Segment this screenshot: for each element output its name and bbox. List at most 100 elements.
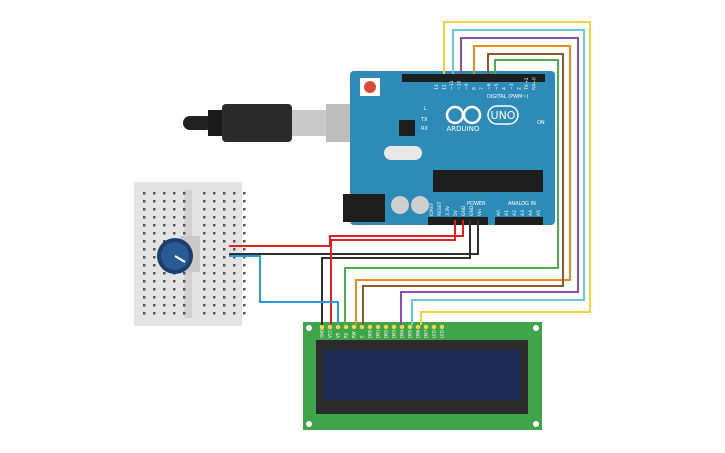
breadboard-hole[interactable]	[243, 248, 246, 251]
lcd-pin[interactable]	[391, 324, 397, 330]
breadboard-hole[interactable]	[223, 312, 226, 315]
lcd-pin[interactable]	[335, 324, 341, 330]
breadboard-hole[interactable]	[233, 216, 236, 219]
breadboard-hole[interactable]	[203, 248, 206, 251]
breadboard-hole[interactable]	[213, 216, 216, 219]
breadboard-hole[interactable]	[153, 280, 156, 283]
breadboard-hole[interactable]	[213, 256, 216, 259]
breadboard-hole[interactable]	[183, 232, 186, 235]
breadboard-hole[interactable]	[173, 312, 176, 315]
breadboard-hole[interactable]	[143, 248, 146, 251]
breadboard-hole[interactable]	[183, 288, 186, 291]
breadboard-hole[interactable]	[243, 312, 246, 315]
breadboard-hole[interactable]	[243, 232, 246, 235]
breadboard-hole[interactable]	[213, 288, 216, 291]
lcd-pin[interactable]	[351, 324, 357, 330]
breadboard-hole[interactable]	[203, 240, 206, 243]
breadboard-hole[interactable]	[163, 216, 166, 219]
breadboard-hole[interactable]	[173, 216, 176, 219]
breadboard-hole[interactable]	[203, 224, 206, 227]
breadboard-hole[interactable]	[203, 192, 206, 195]
breadboard-hole[interactable]	[243, 256, 246, 259]
potentiometer-icon[interactable]	[157, 236, 200, 274]
breadboard-hole[interactable]	[173, 192, 176, 195]
breadboard-hole[interactable]	[243, 304, 246, 307]
breadboard-hole[interactable]	[223, 280, 226, 283]
breadboard-hole[interactable]	[223, 232, 226, 235]
breadboard-hole[interactable]	[153, 256, 156, 259]
breadboard-hole[interactable]	[223, 256, 226, 259]
breadboard-hole[interactable]	[233, 240, 236, 243]
breadboard-hole[interactable]	[143, 200, 146, 203]
breadboard-hole[interactable]	[163, 280, 166, 283]
breadboard-hole[interactable]	[213, 312, 216, 315]
breadboard-hole[interactable]	[163, 208, 166, 211]
breadboard-hole[interactable]	[153, 240, 156, 243]
breadboard-hole[interactable]	[233, 256, 236, 259]
lcd-pin[interactable]	[359, 324, 365, 330]
breadboard-hole[interactable]	[203, 216, 206, 219]
breadboard-hole[interactable]	[203, 272, 206, 275]
breadboard-hole[interactable]	[153, 208, 156, 211]
breadboard-hole[interactable]	[243, 224, 246, 227]
breadboard-hole[interactable]	[153, 296, 156, 299]
breadboard-hole[interactable]	[203, 264, 206, 267]
lcd-pin[interactable]	[423, 324, 429, 330]
breadboard-hole[interactable]	[233, 280, 236, 283]
breadboard-hole[interactable]	[153, 216, 156, 219]
breadboard-hole[interactable]	[243, 272, 246, 275]
breadboard-hole[interactable]	[213, 192, 216, 195]
breadboard-hole[interactable]	[183, 312, 186, 315]
breadboard-hole[interactable]	[203, 280, 206, 283]
breadboard-hole[interactable]	[163, 304, 166, 307]
breadboard-hole[interactable]	[163, 240, 166, 243]
breadboard-hole[interactable]	[213, 296, 216, 299]
breadboard-hole[interactable]	[213, 208, 216, 211]
breadboard-hole[interactable]	[223, 240, 226, 243]
breadboard-hole[interactable]	[213, 240, 216, 243]
breadboard-hole[interactable]	[153, 200, 156, 203]
breadboard-hole[interactable]	[203, 208, 206, 211]
breadboard-hole[interactable]	[163, 200, 166, 203]
breadboard-hole[interactable]	[183, 224, 186, 227]
breadboard-hole[interactable]	[233, 224, 236, 227]
breadboard-hole[interactable]	[153, 232, 156, 235]
breadboard-hole[interactable]	[143, 256, 146, 259]
breadboard-hole[interactable]	[233, 192, 236, 195]
breadboard-hole[interactable]	[143, 296, 146, 299]
breadboard-hole[interactable]	[223, 288, 226, 291]
breadboard-hole[interactable]	[163, 312, 166, 315]
breadboard-hole[interactable]	[233, 264, 236, 267]
breadboard-hole[interactable]	[173, 280, 176, 283]
breadboard-hole[interactable]	[243, 264, 246, 267]
breadboard-hole[interactable]	[143, 240, 146, 243]
breadboard-hole[interactable]	[183, 296, 186, 299]
breadboard-hole[interactable]	[143, 272, 146, 275]
breadboard-hole[interactable]	[153, 264, 156, 267]
breadboard-hole[interactable]	[143, 304, 146, 307]
breadboard-hole[interactable]	[173, 296, 176, 299]
breadboard-hole[interactable]	[173, 200, 176, 203]
breadboard-hole[interactable]	[223, 200, 226, 203]
breadboard-hole[interactable]	[183, 272, 186, 275]
breadboard-hole[interactable]	[163, 232, 166, 235]
breadboard-hole[interactable]	[143, 232, 146, 235]
breadboard-hole[interactable]	[223, 264, 226, 267]
breadboard-hole[interactable]	[223, 208, 226, 211]
breadboard-hole[interactable]	[183, 208, 186, 211]
breadboard-hole[interactable]	[143, 208, 146, 211]
breadboard-hole[interactable]	[233, 312, 236, 315]
breadboard-hole[interactable]	[163, 288, 166, 291]
breadboard-hole[interactable]	[233, 200, 236, 203]
lcd-pin[interactable]	[439, 324, 445, 330]
breadboard-hole[interactable]	[233, 208, 236, 211]
breadboard-hole[interactable]	[143, 264, 146, 267]
breadboard-hole[interactable]	[213, 264, 216, 267]
breadboard-hole[interactable]	[163, 272, 166, 275]
arduino-uno-board[interactable]: UNO ARDUINO DIGITAL (PWM~) POWER ANALOG …	[343, 71, 555, 225]
breadboard-hole[interactable]	[183, 200, 186, 203]
breadboard-hole[interactable]	[243, 280, 246, 283]
breadboard-hole[interactable]	[223, 248, 226, 251]
breadboard-hole[interactable]	[173, 232, 176, 235]
